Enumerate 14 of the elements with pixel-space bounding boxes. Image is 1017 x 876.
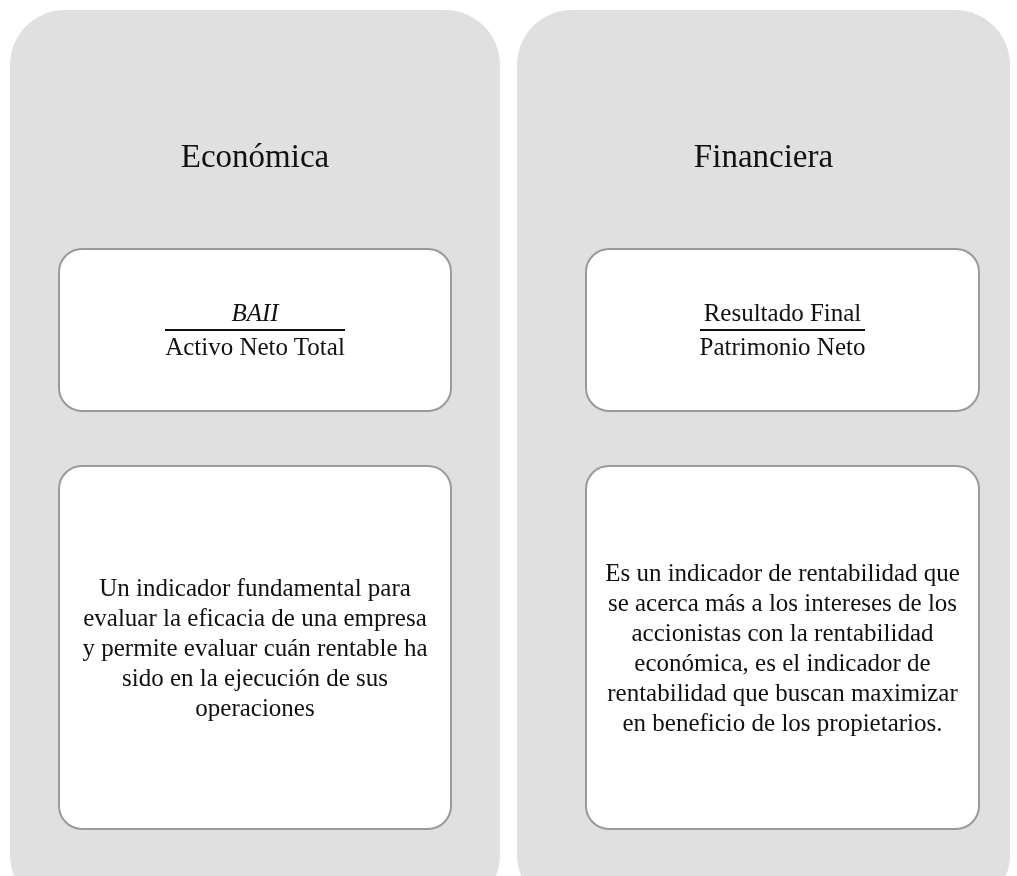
- numerator: BAII: [231, 298, 279, 328]
- numerator: Resultado Final: [703, 298, 862, 328]
- description-text: Es un indicador de rentabilidad que se acerca más a los intereses de los accionistas con la rentabilidad económica, es el indicador de rentabilidad que buscan maximizar en beneficio de los propietarios.: [604, 557, 961, 738]
- formula-card: [58, 248, 452, 412]
- description-card: [58, 465, 452, 830]
- denominator: Activo Neto Total: [165, 332, 345, 362]
- description-text: Un indicador fundamental para evaluar la eficacia de una empresa y permite evaluar cuán rentable ha sido en la ejecución de sus operaciones: [81, 572, 429, 723]
- formula-card: [585, 248, 980, 412]
- category-panel: [517, 10, 1010, 876]
- denominator: Patrimonio Neto: [699, 332, 866, 362]
- panel-title: Económica: [179, 138, 331, 175]
- category-panel: [10, 10, 500, 876]
- description-card: [585, 465, 980, 830]
- panel-title: Financiera: [692, 138, 835, 175]
